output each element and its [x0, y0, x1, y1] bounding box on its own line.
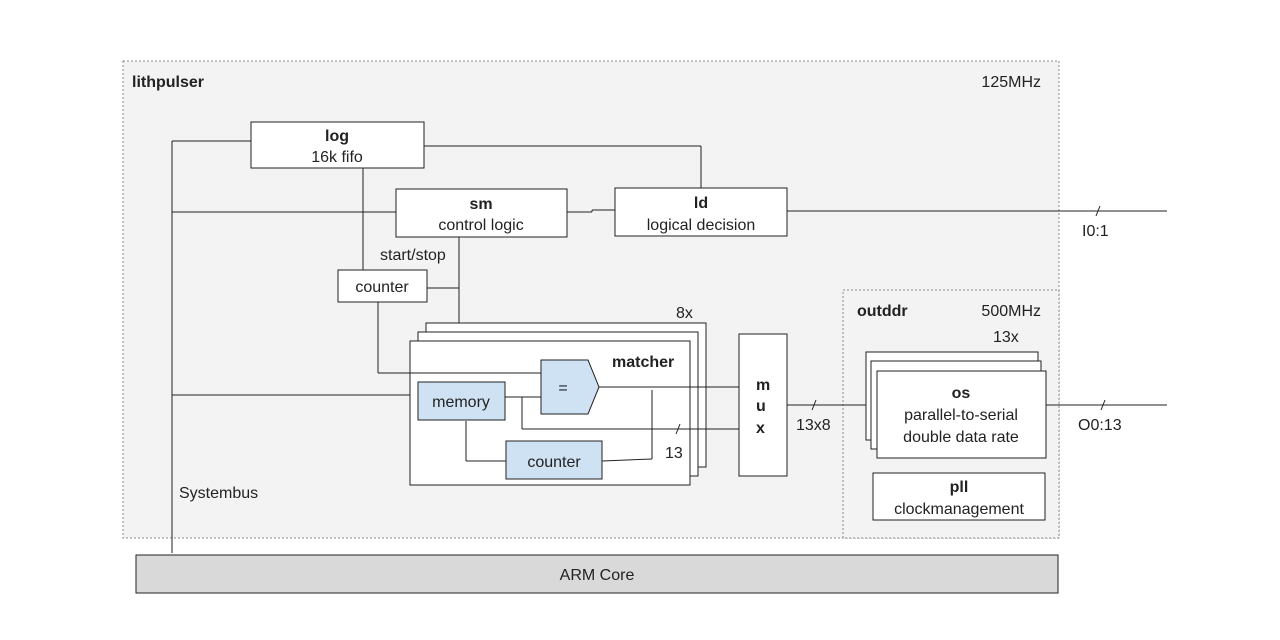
sm-title: sm: [469, 196, 492, 213]
outddr-count: 13x: [993, 329, 1019, 346]
sm-subtitle: control logic: [438, 217, 523, 234]
pll-title: pll: [950, 479, 969, 496]
start-stop-label: start/stop: [380, 247, 446, 264]
arm-core-label: ARM Core: [560, 567, 635, 584]
counter-top-block: [337, 269, 428, 303]
log-title: log: [325, 128, 349, 145]
counter-top-label: counter: [355, 279, 409, 296]
os-line1: parallel-to-serial: [904, 407, 1018, 424]
mux-bus-label: 13x8: [796, 417, 831, 434]
memory-label: memory: [432, 394, 490, 411]
pll-block: [872, 472, 1046, 521]
lithpulser-title: lithpulser: [132, 74, 204, 91]
matcher-title: matcher: [612, 354, 674, 371]
arm-core-block: [135, 554, 1059, 594]
os-title: os: [952, 385, 971, 402]
ld-block: [614, 187, 788, 237]
os-line2: double data rate: [903, 429, 1019, 446]
ld-title: ld: [694, 195, 708, 212]
comparator-label: =: [558, 380, 567, 397]
memory-block: [417, 381, 506, 421]
mux-u: u: [756, 398, 766, 415]
matcher-bus-width: 13: [665, 445, 683, 462]
comparator-block: [540, 359, 600, 415]
matcher-wires: [410, 372, 739, 462]
counter-inner-label: counter: [527, 454, 581, 471]
outddr-clock: 500MHz: [981, 303, 1041, 320]
os-block: [876, 370, 1047, 459]
mux-block: [738, 333, 788, 477]
sm-block: [395, 188, 568, 238]
mux-x: x: [756, 420, 765, 437]
io-out-label: O0:13: [1078, 417, 1122, 434]
matcher-count: 8x: [676, 305, 693, 322]
log-subtitle: 16k fifo: [311, 149, 363, 166]
systembus-label: Systembus: [179, 485, 258, 502]
outddr-title: outddr: [857, 303, 908, 320]
ld-subtitle: logical decision: [647, 217, 756, 234]
lithpulser-clock: 125MHz: [981, 74, 1041, 91]
counter-inner-block: [505, 440, 603, 480]
pll-subtitle: clockmanagement: [894, 501, 1024, 518]
io-in-label: I0:1: [1082, 223, 1109, 240]
mux-m: m: [756, 377, 770, 394]
log-block: [250, 121, 425, 169]
